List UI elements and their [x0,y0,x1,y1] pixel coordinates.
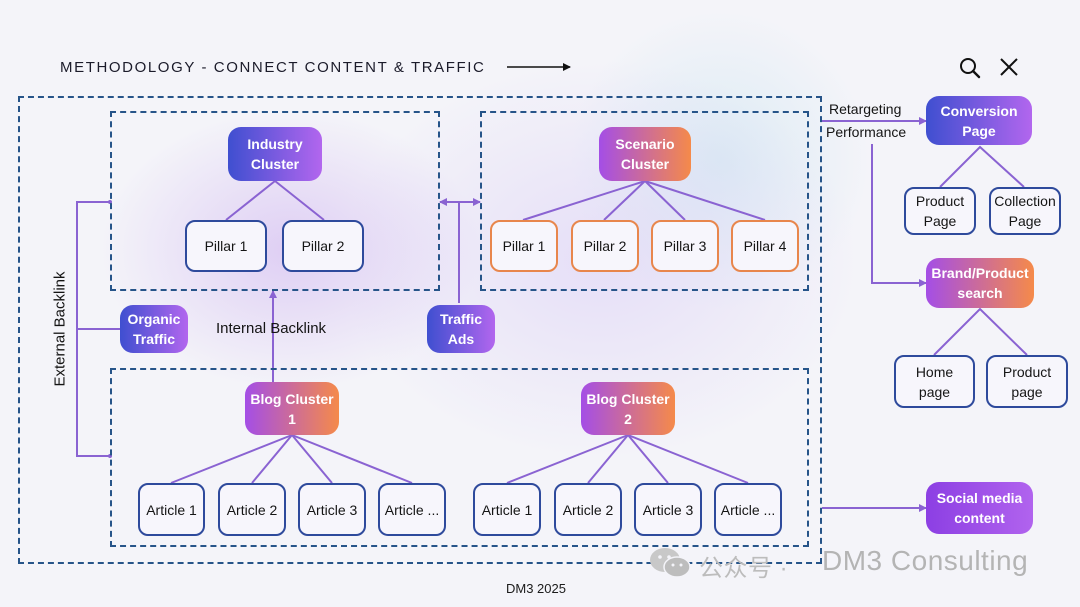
home-page-node: Home page [894,355,975,408]
internal-backlink-label: Internal Backlink [216,320,327,337]
watermark-brand-text: DM3 Consulting [822,545,1029,576]
footer-text: DM3 2025 [506,581,566,596]
watermark-cn-text: 公众号 · [699,555,789,582]
blog-2-article-1: Article 1 [473,483,541,536]
blog-1-article-3: Article 3 [298,483,366,536]
scenario-pillar-3: Pillar 3 [651,220,719,272]
scenario-cluster-frame [480,111,809,291]
industry-cluster-frame [110,111,440,291]
social-media-content-node: Social media content [926,482,1033,534]
external-backlink-label: External Backlink [51,271,69,387]
brand-product-page-node: Product page [986,355,1068,408]
scenario-pillar-2: Pillar 2 [571,220,639,272]
blog-1-article-2: Article 2 [218,483,286,536]
industry-tree-lines [225,179,325,221]
wechat-logo-icon [648,546,692,580]
blog-1-article-4: Article ... [378,483,446,536]
close-icon[interactable] [998,56,1020,78]
page-title: METHODOLOGY - CONNECT CONTENT & TRAFFIC [60,59,486,76]
brand-product-search-node: Brand/Product search [926,258,1034,308]
performance-label: Performance [826,124,907,140]
blog-cluster-frame [110,368,809,547]
retargeting-label: Retargeting [829,101,902,117]
blog-2-article-4: Article ... [714,483,782,536]
blog-cluster-2-node: Blog Cluster 2 [581,382,675,435]
blog-1-article-1: Article 1 [138,483,205,536]
industry-cluster-node: Industry Cluster [228,127,322,181]
industry-pillar-1: Pillar 1 [185,220,267,272]
product-page-node: Product Page [904,187,976,235]
collection-page-node: Collection Page [989,187,1061,235]
scenario-cluster-node: Scenario Cluster [599,127,691,181]
blog-cluster-1-node: Blog Cluster 1 [245,382,339,435]
organic-traffic-node: Organic Traffic [120,305,188,353]
scenario-pillar-4: Pillar 4 [731,220,799,272]
blog-2-article-3: Article 3 [634,483,702,536]
outer-website-frame [18,96,822,564]
scenario-pillar-1: Pillar 1 [490,220,558,272]
industry-pillar-2: Pillar 2 [282,220,364,272]
traffic-ads-node: Traffic Ads [427,305,495,353]
conversion-page-node: Conversion Page [926,96,1032,145]
blog-2-article-2: Article 2 [554,483,622,536]
search-icon[interactable] [958,56,982,80]
